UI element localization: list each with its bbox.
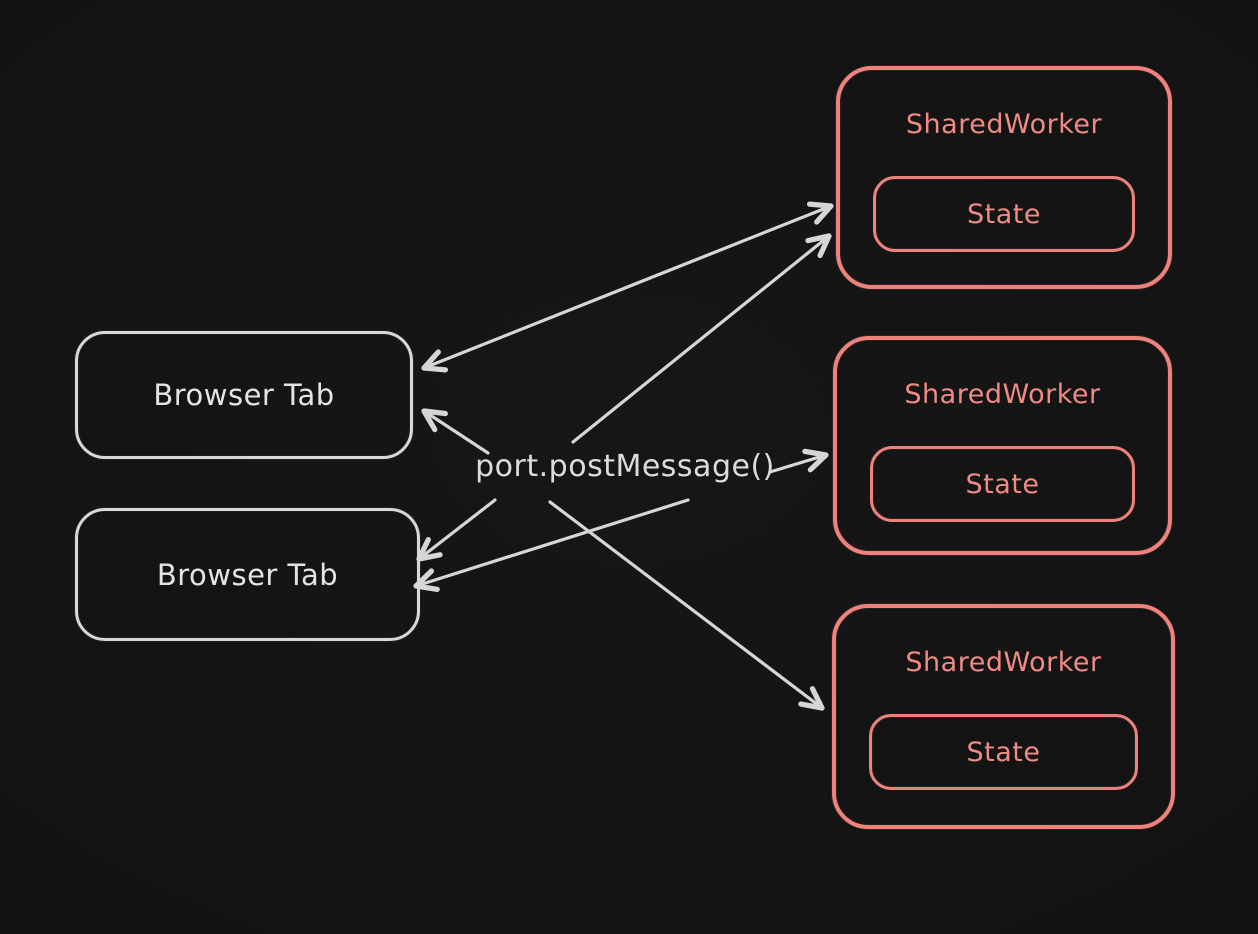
shared-worker-2-label: SharedWorker: [904, 378, 1101, 410]
arrow-label-to-worker3[interactable]: [548, 500, 825, 711]
arrow-label-to-tab1[interactable]: [421, 408, 490, 455]
shared-worker-3-state-box[interactable]: State: [869, 714, 1138, 790]
post-message-label[interactable]: port.postMessage(): [475, 448, 775, 484]
arrow-label-to-worker1[interactable]: [571, 233, 832, 444]
shared-worker-1-state-box[interactable]: State: [873, 176, 1135, 252]
shared-worker-3-box[interactable]: SharedWorker State: [832, 604, 1175, 829]
browser-tab-1-label: Browser Tab: [153, 378, 335, 412]
arrow-label-to-tab2-upper[interactable]: [416, 498, 497, 562]
shared-worker-1-box[interactable]: SharedWorker State: [836, 66, 1172, 289]
shared-worker-2-box[interactable]: SharedWorker State: [833, 336, 1172, 555]
shared-worker-2-state-label: State: [965, 468, 1040, 500]
arrow-label-to-tab2-lower[interactable]: [413, 498, 690, 593]
shared-worker-3-label: SharedWorker: [905, 646, 1102, 678]
shared-worker-2-state-box[interactable]: State: [870, 446, 1135, 522]
browser-tab-2-box[interactable]: Browser Tab: [75, 508, 420, 641]
browser-tab-1-box[interactable]: Browser Tab: [75, 331, 413, 459]
shared-worker-1-state-label: State: [967, 198, 1041, 230]
shared-worker-1-label: SharedWorker: [905, 108, 1103, 140]
arrow-tab1-worker1-bidirectional[interactable]: [421, 201, 834, 373]
browser-tab-2-label: Browser Tab: [156, 557, 339, 592]
shared-worker-3-state-label: State: [966, 736, 1041, 768]
arrow-label-to-worker2[interactable]: [768, 448, 829, 474]
